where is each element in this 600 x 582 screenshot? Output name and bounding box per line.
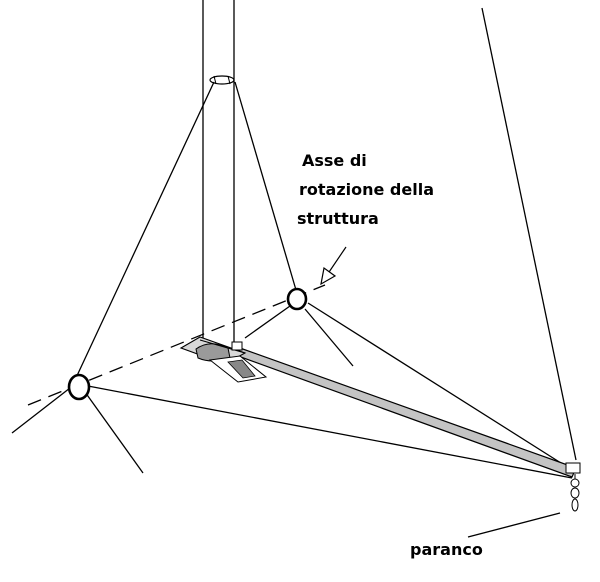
tackle-leader-line — [467, 512, 561, 538]
mast — [202, 0, 235, 342]
shrouds — [74, 81, 297, 381]
right-ring-icon — [286, 287, 308, 311]
axis-arrow-icon — [320, 246, 347, 286]
boom — [237, 347, 577, 478]
forestay-line — [481, 7, 577, 461]
right-ring-lines — [244, 302, 573, 471]
tackle-blocks — [565, 462, 581, 512]
gooseneck-fitting — [179, 336, 268, 383]
mast-top-ring-icon — [209, 75, 235, 85]
left-ring-lines — [11, 385, 573, 479]
axis-label-line-1: Asse di — [302, 151, 367, 170]
axis-label-line-2: rotazione della — [299, 180, 434, 199]
left-ring-icon — [67, 373, 91, 401]
axis-label-line-3: struttura — [297, 209, 379, 228]
tackle-label: paranco — [410, 540, 483, 559]
